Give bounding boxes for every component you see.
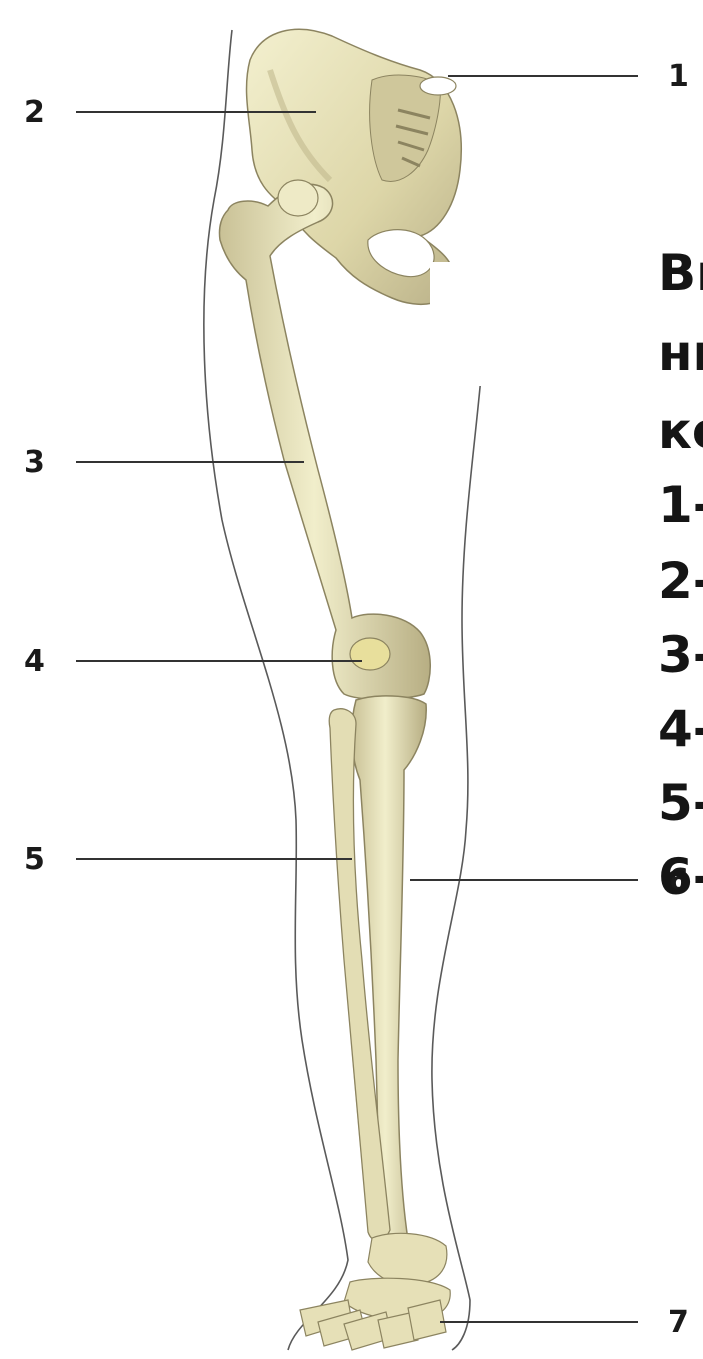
question-line-3: кс [658, 406, 703, 456]
question-line-1: Вı [658, 248, 703, 298]
blank-box [430, 262, 514, 386]
label-4: 4 [24, 647, 45, 677]
label-5: 5 [24, 845, 45, 875]
question-line-4: 1- [658, 480, 703, 530]
question-line-5: 2- [658, 556, 703, 606]
question-line-7: 4- [658, 704, 703, 754]
question-line-6: 3- [658, 630, 703, 680]
question-line-2: нı [658, 328, 703, 378]
label-7: 7 [668, 1308, 689, 1338]
question-line-8: 5- [658, 778, 703, 828]
question-line-9: 6- [658, 852, 703, 902]
label-2: 2 [24, 98, 45, 128]
foot-bones [300, 1233, 450, 1350]
pelvis-bone [247, 29, 462, 304]
label-1: 1 [668, 62, 689, 92]
label-3: 3 [24, 448, 45, 478]
